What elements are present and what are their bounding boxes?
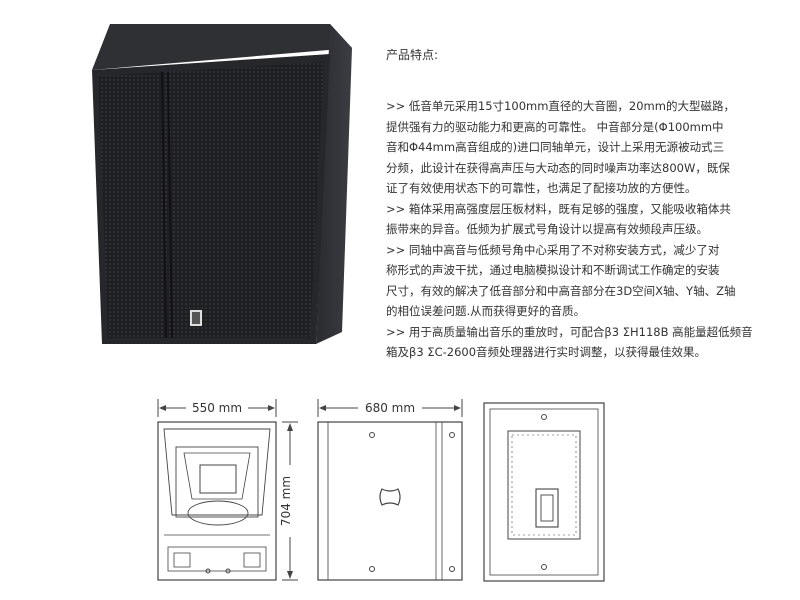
feature-line: >> 箱体采用高强度层压板材料，既有足够的强度，又能吸收箱体共 [386, 201, 731, 216]
feature-line: 振带来的异音。低频为扩展式号角设计以提高有效频段声压级。 [386, 222, 708, 236]
feature-line: 证了有效使用状态下的可靠性，也满足了配接功放的方便性。 [386, 181, 697, 195]
handle-outline [379, 488, 401, 506]
width-dimension-label: 550 mm [192, 401, 242, 415]
side-view-drawing: 680 mm [317, 399, 463, 581]
speaker-photo [92, 24, 352, 344]
front-grille [98, 62, 324, 338]
feature-line: 箱及β3 ΣC-2600音频处理器进行实时调整，以获得最佳效果。 [386, 345, 707, 359]
feature-line: >> 同轴中高音与低频号角中心采用了不对称安装方式，减少了对 [386, 242, 720, 257]
front-view-drawing: 550 mm 704 mm [157, 399, 298, 581]
depth-dimension-label: 680 mm [365, 401, 415, 415]
features-panel: 产品特点: >> 低音单元采用15寸100mm直径的大音圈，20mm的大型磁路，… [386, 46, 786, 363]
height-dimension-label: 704 mm [279, 476, 293, 526]
feature-line: 称形式的声波干扰，通过电脑模拟设计和不断调试工作确定的安装 [386, 263, 720, 277]
feature-line: 分频，此设计在获得高声压与大动态的同时噪声功率达800W，既保 [386, 160, 730, 175]
feature-line: 提供强有力的驱动能力和更高的可靠性。 中音部分是(Φ100mm中 [386, 119, 724, 134]
feature-line: 的相位误差问题.从而获得更好的音质。 [386, 304, 586, 318]
feature-line: >> 用于高质量输出音乐的重放时，可配合β3 ΣH118B 高能量超低频音 [386, 324, 753, 339]
feature-line: >> 低音单元采用15寸100mm直径的大音圈，20mm的大型磁路， [386, 99, 735, 113]
feature-line: 尺寸，有效的解决了低音部分和中高音部分在3D空间X轴、Y轴、Z轴 [386, 283, 736, 298]
feature-line: 音和Φ44mm高音组成的)进口同轴单元，设计上采用无源被动式三 [386, 140, 725, 154]
brand-logo [190, 310, 202, 326]
features-title: 产品特点: [386, 48, 439, 62]
rear-view-drawing [483, 402, 605, 582]
